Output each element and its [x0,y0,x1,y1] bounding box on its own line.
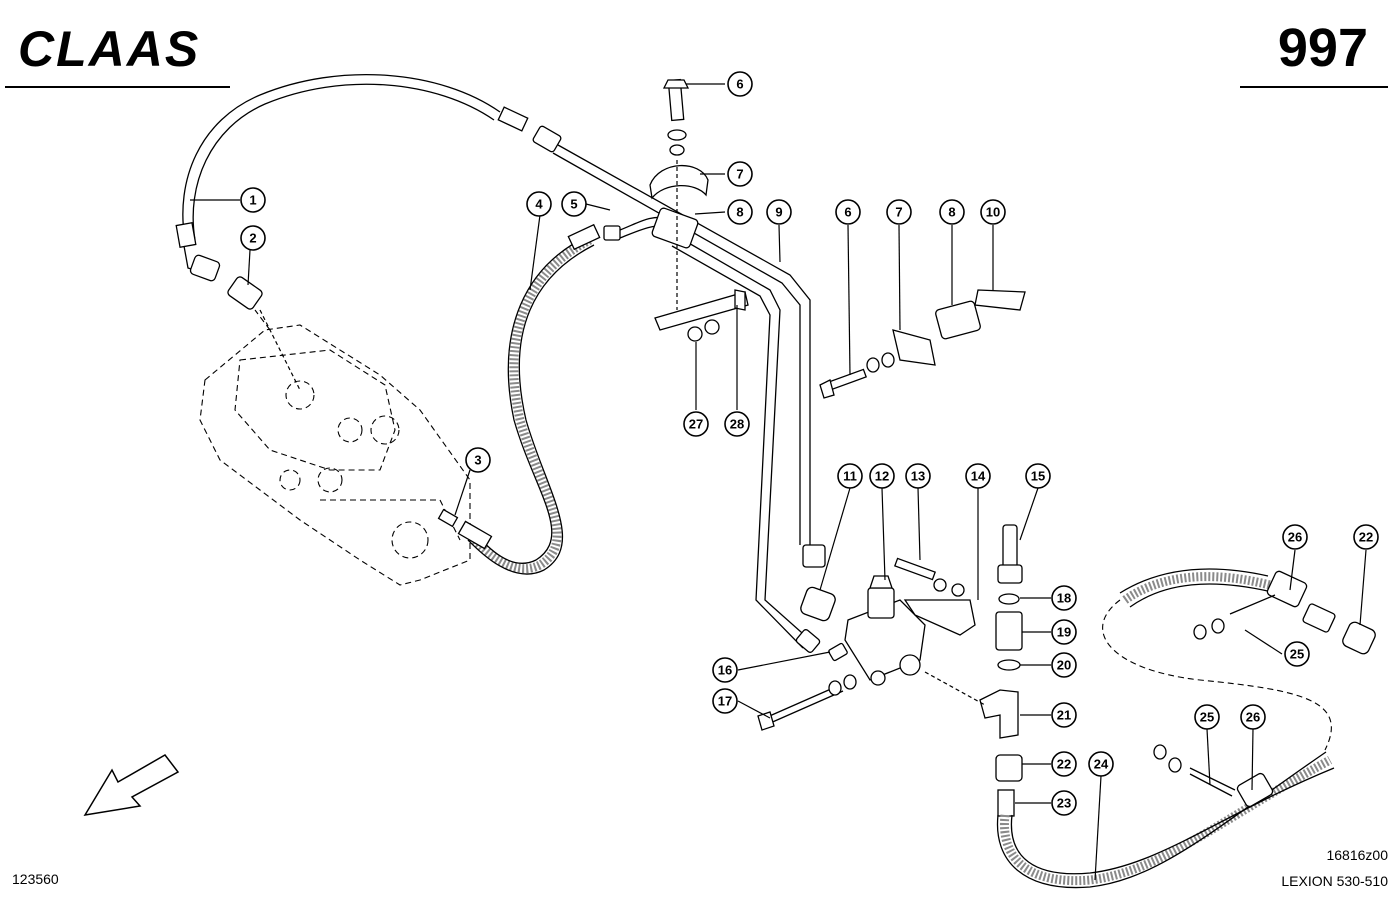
callout-21: 21 [1051,702,1077,728]
svg-text:21: 21 [1057,708,1071,723]
header: CLAAS 997 [5,18,1388,88]
svg-text:16: 16 [718,663,732,678]
svg-text:18: 18 [1057,591,1071,606]
page-number: 997 [1278,18,1368,78]
svg-text:20: 20 [1057,658,1071,673]
callout-23: 23 [1051,790,1077,816]
callout-12: 12 [869,463,895,489]
svg-text:14: 14 [971,469,986,484]
callout-9: 9 [766,199,792,225]
drawing-number: 123560 [12,871,59,887]
pipe-assembly [532,125,826,653]
engine-block-outline [199,309,471,586]
hose-4 [437,223,601,575]
callout-6-right: 6 [835,199,861,225]
svg-text:7: 7 [895,205,902,220]
svg-text:25: 25 [1290,647,1304,662]
svg-text:27: 27 [689,417,703,432]
svg-text:10: 10 [986,205,1000,220]
callout-26-lower: 26 [1240,704,1266,730]
svg-text:13: 13 [911,469,925,484]
callouts: 1 2 3 4 5 6 7 8 9 6 7 8 10 11 12 13 14 1… [240,71,1379,816]
callout-7-top: 7 [727,161,753,187]
svg-text:7: 7 [736,167,743,182]
callout-25-upper: 25 [1284,641,1310,667]
svg-text:1: 1 [249,193,256,208]
svg-text:4: 4 [535,197,543,212]
svg-text:6: 6 [844,205,851,220]
model-label: LEXION 530-510 [1281,873,1388,889]
fitting-stack [924,524,1023,817]
callout-5: 5 [561,191,587,217]
callout-24: 24 [1088,751,1114,777]
svg-text:26: 26 [1246,710,1260,725]
svg-text:22: 22 [1359,530,1373,545]
callout-19: 19 [1051,619,1077,645]
direction-arrow-icon [83,754,180,817]
fitting-2 [227,276,301,391]
callout-16: 16 [712,657,738,683]
svg-text:11: 11 [843,469,857,484]
callout-22-upper: 22 [1353,524,1379,550]
svg-text:8: 8 [948,205,955,220]
svg-text:8: 8 [736,205,743,220]
callout-6-top: 6 [727,71,753,97]
hose-1 [175,73,529,282]
callout-7-right: 7 [886,199,912,225]
svg-text:2: 2 [249,231,256,246]
callout-1: 1 [240,187,266,213]
callout-14: 14 [965,463,991,489]
svg-text:28: 28 [730,417,744,432]
svg-text:15: 15 [1031,469,1045,484]
valve-assembly [800,557,976,686]
callout-26-upper: 26 [1282,524,1308,550]
svg-text:23: 23 [1057,796,1071,811]
callout-2: 2 [240,225,266,251]
callout-15: 15 [1025,463,1051,489]
leader-lines [190,83,1367,881]
callout-3: 3 [465,447,491,473]
callout-11: 11 [837,463,863,489]
svg-text:3: 3 [474,453,481,468]
callout-8-right: 8 [939,199,965,225]
svg-text:26: 26 [1288,530,1302,545]
clamp-group-top [649,78,749,342]
callout-17: 17 [712,688,738,714]
claas-logo: CLAAS [18,21,200,77]
callout-8-top: 8 [727,199,753,225]
callout-28: 28 [724,411,750,437]
svg-text:19: 19 [1057,625,1071,640]
clamp-group-right [819,289,1026,399]
svg-text:24: 24 [1094,757,1109,772]
svg-text:22: 22 [1057,757,1071,772]
callout-22-lower: 22 [1051,751,1077,777]
callout-13: 13 [905,463,931,489]
callout-25-lower: 25 [1194,704,1220,730]
footer: 123560 16816z00 LEXION 530-510 [12,847,1388,889]
callout-10: 10 [980,199,1006,225]
svg-text:5: 5 [570,197,577,212]
callout-27: 27 [683,411,709,437]
callout-20: 20 [1051,652,1077,678]
svg-text:25: 25 [1200,710,1214,725]
callout-4: 4 [526,191,552,217]
svg-text:17: 17 [718,694,732,709]
hose-24 [996,744,1335,889]
svg-text:9: 9 [775,205,782,220]
figure-code: 16816z00 [1326,847,1388,863]
svg-text:12: 12 [875,469,889,484]
svg-text:6: 6 [736,77,743,92]
hose-26 [1102,568,1376,751]
callout-18: 18 [1051,585,1077,611]
bolt-17 [757,674,857,731]
